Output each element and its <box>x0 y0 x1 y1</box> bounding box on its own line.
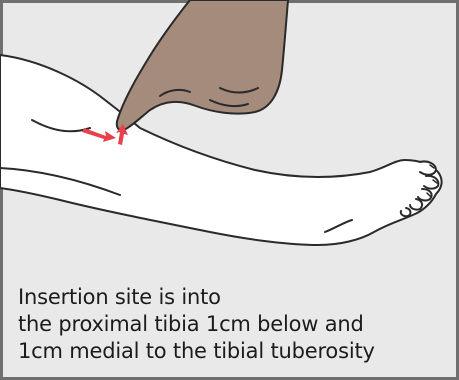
caption-line-3: 1cm medial to the tibial tuberosity <box>18 338 448 365</box>
caption: Insertion site is into the proximal tibi… <box>18 284 448 365</box>
caption-line-1: Insertion site is into <box>18 284 448 311</box>
caption-line-2: the proximal tibia 1cm below and <box>18 311 448 338</box>
